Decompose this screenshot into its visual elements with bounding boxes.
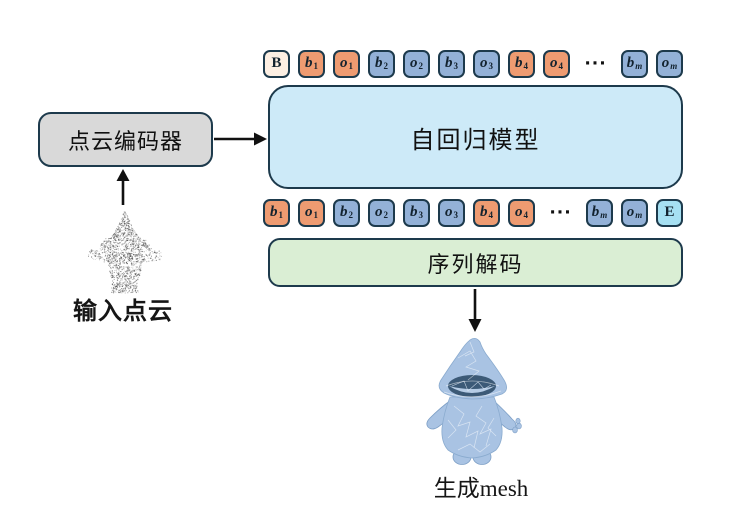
generated-mesh-caption: 生成mesh (433, 476, 529, 501)
generated-mesh-figure (426, 338, 522, 465)
arrow-decoder-to-mesh (468, 289, 482, 332)
arrow-encoder-to-model (214, 132, 267, 146)
point-cloud-encoder-label: 点云编码器 (67, 128, 183, 154)
input-point-cloud-caption: 输入点云 (73, 298, 173, 325)
token-e: E (656, 199, 683, 227)
point-cloud-encoder-box: 点云编码器 (38, 112, 213, 167)
mesh-face-opening (448, 375, 496, 397)
ellipsis-dots: ··· (584, 54, 607, 74)
input-point-cloud-figure (88, 211, 162, 294)
ellipsis-dots: ··· (549, 203, 572, 223)
sequence-decode-box: 序列解码 (268, 238, 683, 287)
mesh-body (441, 396, 503, 459)
autoregressive-model-box: 自回归模型 (268, 85, 683, 189)
autoregressive-model-label: 自回归模型 (410, 126, 541, 154)
sequence-decode-label: 序列解码 (427, 251, 524, 277)
token-b: B (263, 50, 290, 78)
mesh-wireframe (443, 341, 502, 453)
arrow-pointcloud-to-encoder (116, 169, 130, 205)
